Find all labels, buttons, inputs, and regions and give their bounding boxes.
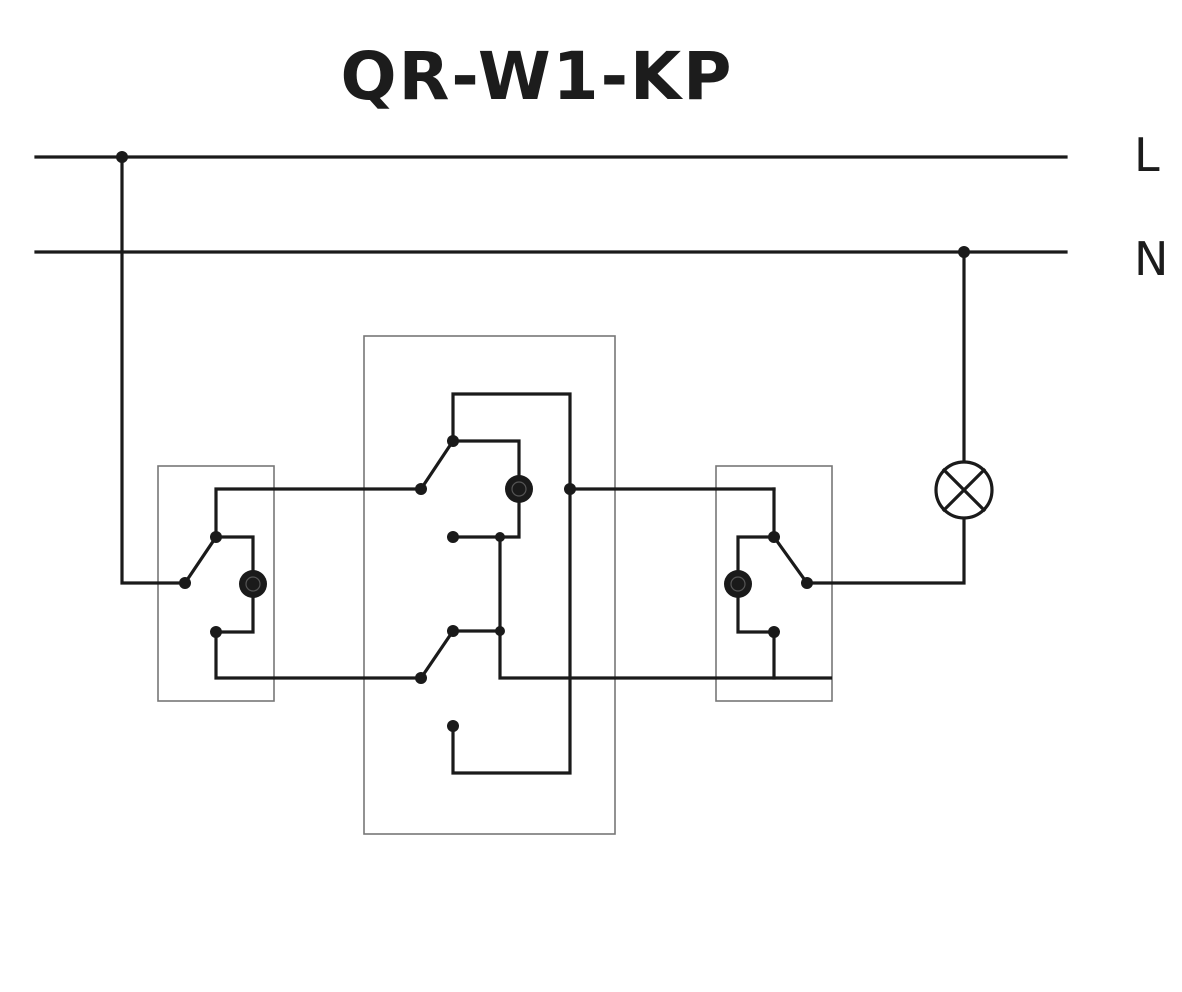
diagram-title: QR-W1-KP — [340, 38, 734, 115]
switch-left-indicator-icon — [239, 570, 267, 598]
switch-left-upper-dot — [210, 531, 222, 543]
switch-middle-indicator-inner — [511, 481, 527, 497]
cross-wire-outer — [451, 392, 572, 775]
switch-right-indicator-inner — [730, 576, 746, 592]
switch-middle-bottom-contact-dot — [447, 720, 459, 732]
live-line-label: L — [1134, 128, 1160, 182]
switch-middle-junction-dot — [495, 532, 505, 542]
switch-middle-upper-common-dot — [415, 483, 427, 495]
switch-middle-right-junction-dot — [564, 483, 576, 495]
live-feed-wire — [120, 155, 187, 585]
cross-wire-inner — [498, 535, 832, 680]
switch-middle-indicator-icon — [505, 475, 533, 503]
switch-middle-lower-common-dot — [415, 672, 427, 684]
switch-right-lever — [771, 534, 810, 586]
switch-right-lower-dot — [768, 626, 780, 638]
switch-middle — [415, 392, 832, 775]
switch-middle-mid-contact-dot — [447, 531, 459, 543]
switched-live-wire — [805, 516, 966, 585]
switch-middle-upper-contact-dot — [447, 435, 459, 447]
traveller-upper-left — [214, 487, 423, 539]
lamp-cross-b — [941, 467, 987, 513]
switch-right-indicator-icon — [724, 570, 752, 598]
lamp-icon — [934, 460, 994, 520]
switch-middle-lower-lever — [418, 628, 456, 681]
switch-left-lower-dot — [210, 626, 222, 638]
switch-left-indicator-inner — [245, 576, 261, 592]
switch-middle-lower-junction-dot — [495, 626, 505, 636]
switch-right-upper-dot — [768, 531, 780, 543]
switch-middle-upper-lever — [418, 438, 456, 492]
switch-right — [724, 487, 813, 680]
neutral-line-label: N — [1134, 232, 1169, 286]
switch-left-lever — [182, 534, 219, 586]
switch-left — [179, 487, 423, 680]
switch-middle-lower-contact-dot — [447, 625, 459, 637]
switch-left-common-dot — [179, 577, 191, 589]
switch-middle-box — [363, 335, 616, 835]
traveller-lower-left — [214, 630, 423, 680]
